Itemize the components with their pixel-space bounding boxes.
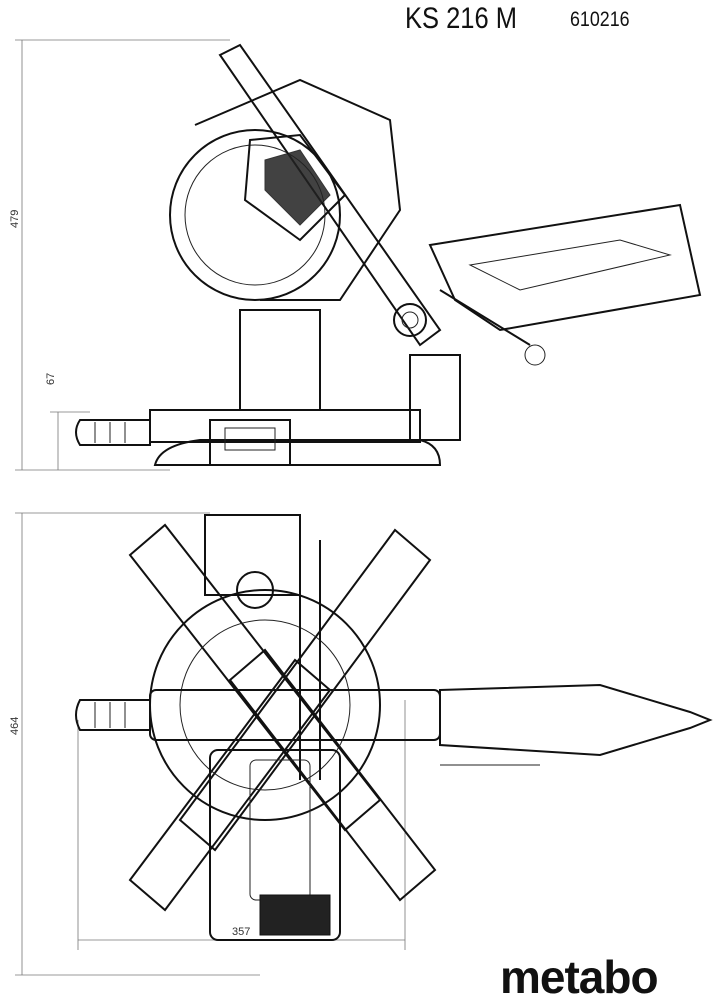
dimension-67: 67 bbox=[45, 373, 57, 385]
dimension-357: 357 bbox=[232, 926, 250, 938]
model-title: KS 216 M bbox=[405, 2, 517, 35]
dimension-lines bbox=[15, 39, 406, 976]
top-view-saw bbox=[75, 514, 713, 941]
metabo-logo: metabo bbox=[500, 951, 659, 1003]
article-number: 610216 bbox=[570, 8, 630, 31]
dimension-479: 479 bbox=[9, 210, 21, 228]
dimension-464: 464 bbox=[9, 717, 21, 735]
side-view-saw bbox=[75, 43, 702, 466]
